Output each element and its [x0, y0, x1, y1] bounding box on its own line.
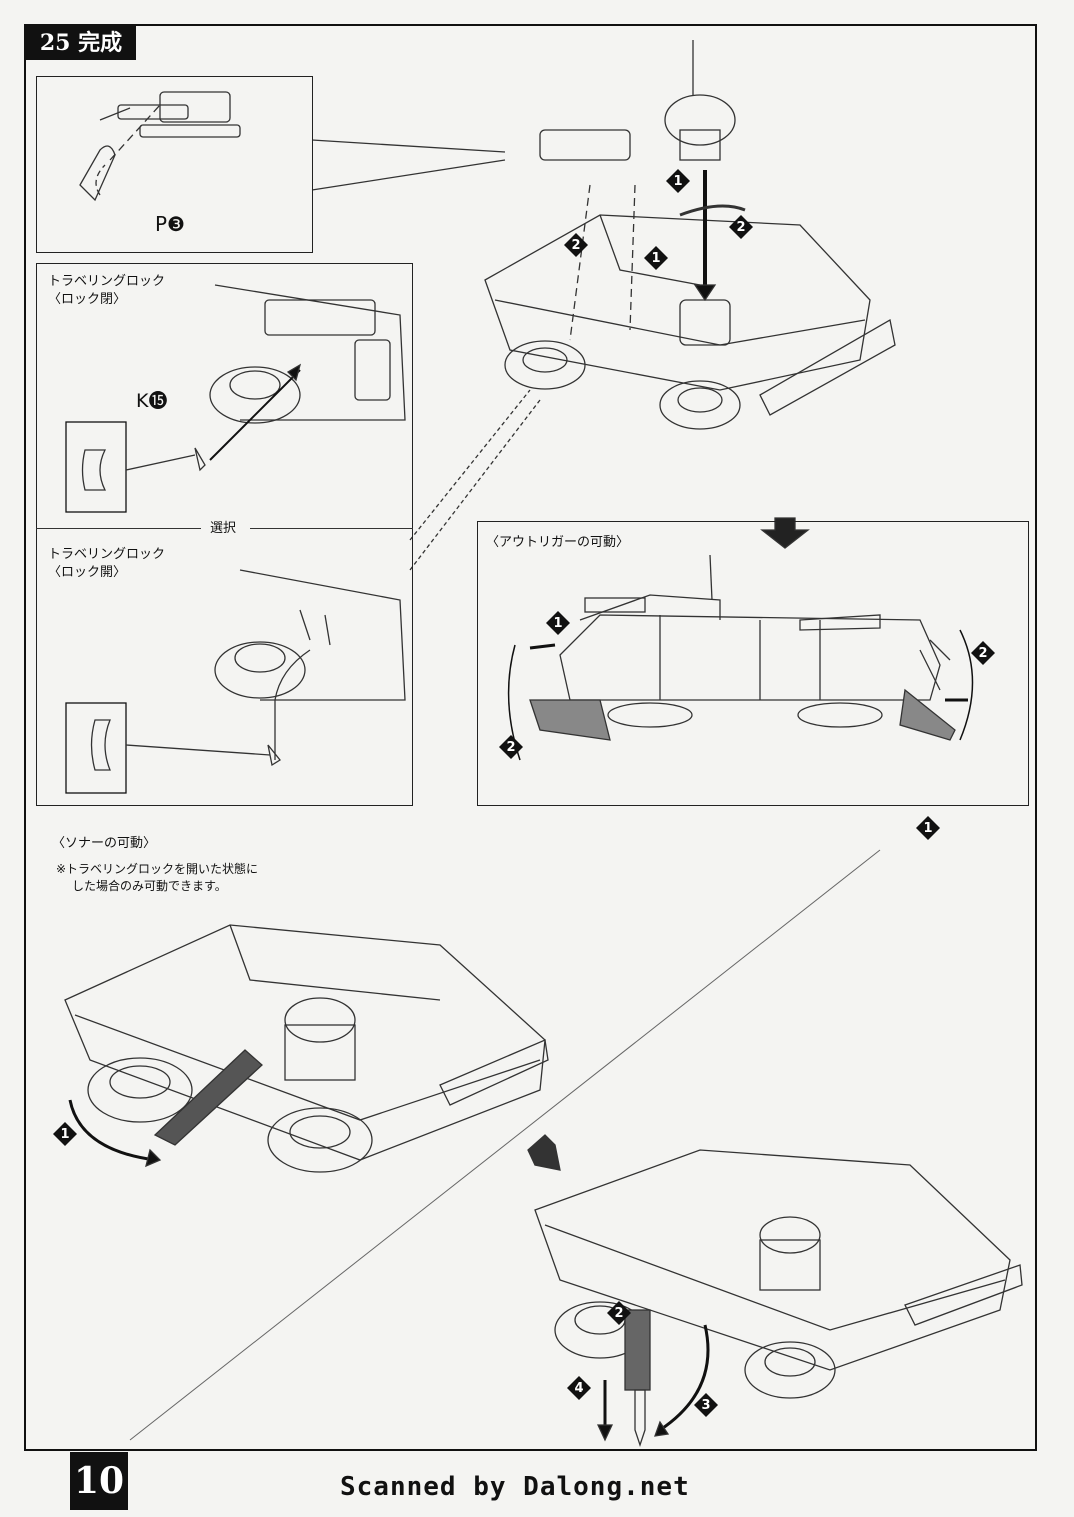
- select-divider-right: [250, 528, 413, 529]
- sonar-note-line1: ※トラベリングロックを開いた状態に: [56, 862, 259, 876]
- step-number: 25: [39, 30, 71, 56]
- lock-closed-title: トラベリングロック: [48, 274, 166, 289]
- outrigger-box: [477, 521, 1029, 806]
- sonar-step-3: 3: [693, 1392, 719, 1418]
- sonar-vehicle-right-drawing: [534, 1149, 1023, 1448]
- lock-closed-subtitle: 〈ロック閉〉: [48, 292, 127, 307]
- outrigger-title: 〈アウトリガーの可動〉: [486, 535, 630, 550]
- sonar-step-4: 4: [566, 1375, 592, 1401]
- part-label-p3: P❸: [155, 212, 185, 236]
- step-title: 完成: [78, 30, 123, 56]
- outrigger-step-1-left: 1: [545, 610, 571, 636]
- barrel-detail-box: [36, 76, 313, 253]
- travel-lock-closed-drawing: [65, 284, 406, 513]
- select-divider-left: [36, 528, 201, 529]
- step-header: 25 完成: [26, 26, 136, 60]
- lock-open-subtitle: 〈ロック開〉: [48, 565, 127, 580]
- sonar-step-2: 2: [606, 1300, 632, 1326]
- outrigger-step-1-right: 1: [915, 815, 941, 841]
- outrigger-step-2-right: 2: [970, 640, 996, 666]
- step-2-marker-barrel: 2: [563, 232, 589, 258]
- step-1-marker-top: 1: [665, 168, 691, 194]
- step-2-marker-top: 2: [728, 214, 754, 240]
- page-number: 10: [70, 1452, 128, 1510]
- outrigger-step-2-left: 2: [498, 734, 524, 760]
- gun-barrel-detail-drawing: [79, 91, 241, 202]
- step-1-marker-barrel: 1: [643, 245, 669, 271]
- travel-lock-box: [36, 263, 413, 806]
- select-label: 選択: [210, 521, 237, 536]
- sonar-note-line2: した場合のみ可動できます。: [72, 879, 227, 893]
- travel-lock-open-drawing: [65, 569, 406, 794]
- sonar-title: 〈ソナーの可動〉: [52, 836, 157, 851]
- outrigger-vehicle-drawing: [507, 554, 974, 761]
- sonar-step-1: 1: [52, 1121, 78, 1147]
- scan-credit: Scanned by Dalong.net: [340, 1472, 690, 1502]
- sonar-vehicle-left-drawing: [64, 924, 549, 1173]
- part-label-k15: K⓯: [136, 390, 168, 412]
- page-frame: [24, 24, 1037, 1451]
- vehicle-top-drawing: [484, 40, 896, 430]
- lock-open-title: トラベリングロック: [48, 547, 166, 562]
